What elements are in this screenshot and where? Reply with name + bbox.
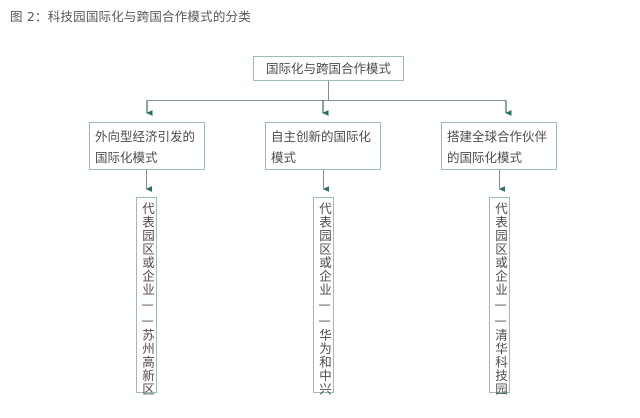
root-node-label: 国际化与跨国合作模式 [265, 61, 391, 76]
figure-title: 图 2：科技园国际化与跨国合作模式的分类 [10, 9, 251, 24]
branch-node-3: 搭建全球合作伙伴 的国际化模式 [441, 122, 557, 170]
branch-node-1-label-line1: 外向型经济引发的 [95, 129, 196, 144]
detail-node-1: 代表园区或企业——苏州高新区 [136, 197, 157, 396]
detail-node-3: 代表园区或企业——清华科技园 [489, 197, 510, 396]
branch-node-2-label-line1: 自主创新的国际化 [271, 129, 372, 144]
root-node: 国际化与跨国合作模式 [253, 56, 404, 81]
branch-node-2: 自主创新的国际化 模式 [265, 122, 381, 170]
branch-node-3-label-line2: 的国际化模式 [447, 150, 523, 165]
branch-node-2-label-line2: 模式 [271, 150, 297, 165]
branch-node-3-label-line1: 搭建全球合作伙伴 [447, 129, 548, 144]
branch-node-1-label-line2: 国际化模式 [95, 150, 158, 165]
branch-node-1: 外向型经济引发的 国际化模式 [89, 122, 205, 170]
detail-node-2: 代表园区或企业——华为和中兴 [313, 197, 334, 396]
